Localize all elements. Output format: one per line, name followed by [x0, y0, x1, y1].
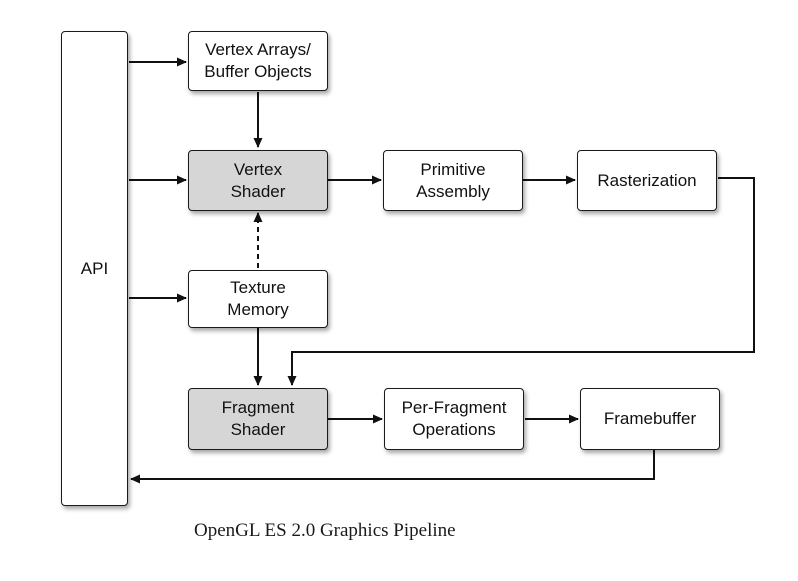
fragment-shader-label: Fragment Shader: [221, 398, 295, 439]
diagram-caption: OpenGL ES 2.0 Graphics Pipeline: [194, 520, 456, 541]
vertex-shader-node: Vertex Shader: [188, 150, 328, 211]
rasterization-label: Rasterization: [597, 170, 697, 190]
vertex-arrays-node: Vertex Arrays/ Buffer Objects: [188, 31, 328, 91]
api-label: API: [80, 258, 109, 278]
primitive-assembly-label: Primitive Assembly: [416, 159, 490, 201]
per-fragment-operations-label: Per-Fragment Operations: [401, 398, 507, 439]
arrow-framebuffer-to-api: [130, 450, 655, 484]
arrow-rasterization-to-fragment-shader: [287, 177, 755, 386]
primitive-assembly-node: Primitive Assembly: [383, 150, 523, 211]
fragment-shader-node: Fragment Shader: [188, 388, 328, 450]
vertex-arrays-label: Vertex Arrays/ Buffer Objects: [204, 40, 312, 81]
framebuffer-node: Framebuffer: [580, 388, 720, 450]
vertex-shader-label: Vertex Shader: [230, 159, 286, 201]
rasterization-node: Rasterization: [577, 150, 717, 211]
per-fragment-operations-node: Per-Fragment Operations: [384, 388, 524, 450]
framebuffer-label: Framebuffer: [603, 409, 697, 428]
texture-memory-label: Texture Memory: [227, 278, 289, 319]
texture-memory-node: Texture Memory: [188, 270, 328, 328]
api-block: API: [61, 31, 128, 506]
